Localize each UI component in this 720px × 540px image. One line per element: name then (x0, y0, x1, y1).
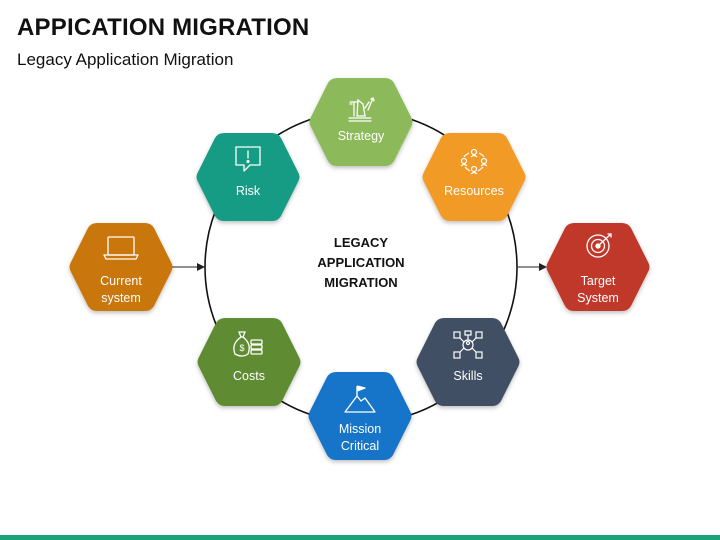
node-strategy: Strategy (309, 78, 413, 166)
costs-label: Costs (233, 369, 265, 383)
skills-network-icon (453, 330, 483, 359)
node-target-system: Target System (546, 223, 650, 311)
node-resources: Resources (422, 133, 526, 221)
target-icon (586, 233, 612, 258)
strategy-chess-icon (348, 97, 375, 122)
center-label-line3: MIGRATION (324, 275, 397, 290)
hex-mission-critical (308, 372, 412, 460)
node-current-system: Current system (69, 223, 173, 311)
current-label-line1: Current (100, 274, 142, 288)
strategy-label: Strategy (338, 129, 385, 143)
svg-text:$: $ (239, 343, 244, 353)
resources-label: Resources (444, 184, 504, 198)
mission-label-line1: Mission (339, 422, 381, 436)
risk-label: Risk (236, 184, 261, 198)
mission-label-line2: Critical (341, 439, 379, 453)
hex-skills (416, 318, 520, 406)
target-label-line2: System (577, 291, 619, 305)
bottom-accent-bar (0, 535, 720, 540)
page-title: APPICATION MIGRATION (17, 14, 310, 41)
target-label-line1: Target (581, 274, 616, 288)
node-skills: Skills (416, 318, 520, 406)
people-network-icon (460, 148, 488, 175)
node-costs: $ Costs (197, 318, 301, 406)
page-subtitle: Legacy Application Migration (17, 50, 234, 69)
hex-resources (422, 133, 526, 221)
laptop-icon (103, 236, 139, 260)
center-label-line2: APPLICATION (317, 255, 404, 270)
mountain-flag-icon (344, 385, 376, 413)
hex-risk (196, 133, 300, 221)
current-label-line2: system (101, 291, 141, 305)
money-bag-icon: $ (233, 331, 263, 357)
hex-target-system (546, 223, 650, 311)
skills-label: Skills (453, 369, 482, 383)
node-mission-critical: Mission Critical (308, 372, 412, 460)
node-risk: Risk (196, 133, 300, 221)
hex-current-system (69, 223, 173, 311)
hex-costs (197, 318, 301, 406)
alert-chat-icon (235, 146, 261, 172)
center-label-line1: LEGACY (334, 235, 389, 250)
hex-strategy (309, 78, 413, 166)
